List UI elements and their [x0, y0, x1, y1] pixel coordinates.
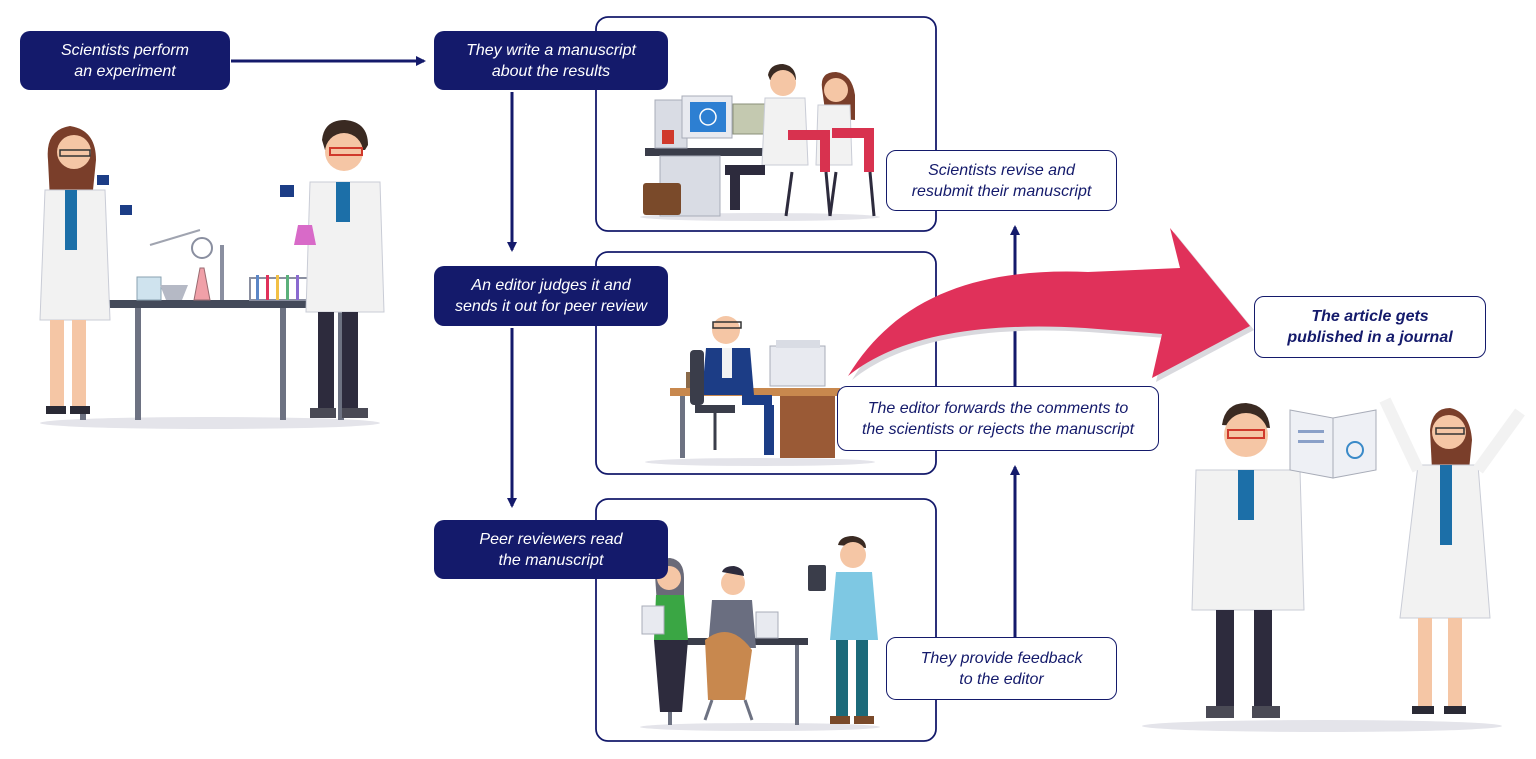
step-editor-judges: An editor judges it and sends it out for…: [434, 266, 668, 326]
step-provide-feedback: They provide feedback to the editor: [886, 637, 1117, 700]
peer-reviewers-illustration: [640, 536, 880, 731]
step-revise-resubmit: Scientists revise and resubmit their man…: [886, 150, 1117, 211]
celebrating-scientists-illustration: [1142, 397, 1525, 732]
editor-at-desk-illustration: [645, 316, 875, 466]
step-article-published: The article gets published in a journal: [1254, 296, 1486, 358]
step-write-manuscript: They write a manuscript about the result…: [434, 31, 668, 90]
step-peer-review: Peer reviewers read the manuscript: [434, 520, 668, 579]
lab-scientists-illustration: [39, 120, 385, 429]
step-experiment: Scientists perform an experiment: [20, 31, 230, 90]
writing-at-computer-illustration: [640, 64, 880, 221]
publish-arrow: [848, 228, 1254, 382]
step-editor-forwards: The editor forwards the comments to the …: [837, 386, 1159, 451]
scene-frame-writing: [595, 16, 937, 232]
scene-frame-editor: [595, 251, 937, 475]
scene-frame-reviewers: [595, 498, 937, 742]
